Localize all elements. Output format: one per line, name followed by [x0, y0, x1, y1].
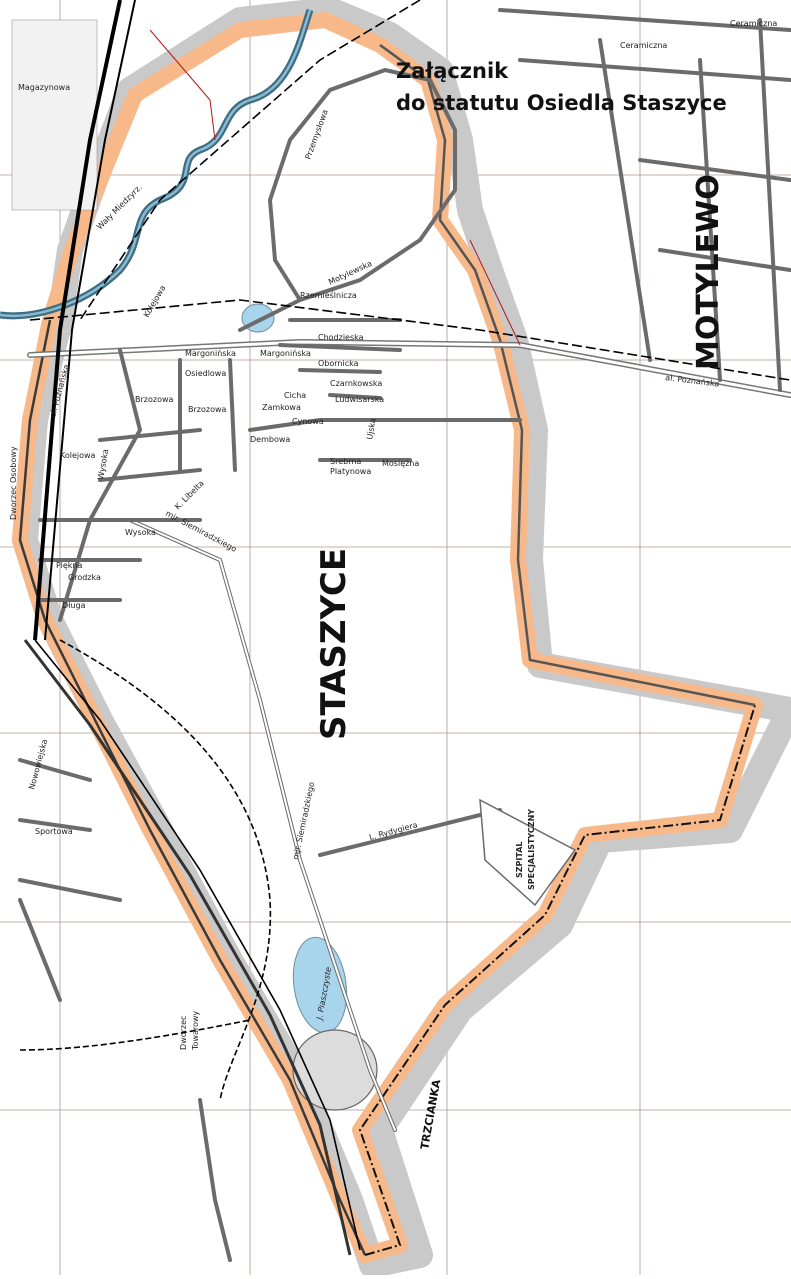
boundary-band [12, 12, 763, 1263]
street-margoninska-2: Margonińska [185, 349, 236, 358]
street-srebrna: Srebrna [330, 457, 361, 466]
boundary-line-south [358, 704, 756, 1256]
label-freight-station-2: Towarowy [191, 1011, 200, 1051]
street-ujska: Ujska [365, 417, 378, 440]
street-sportowa: Sportowa [35, 827, 73, 836]
label-freight-station-1: Dworzec [179, 1016, 188, 1050]
river-inner [0, 9, 312, 317]
street-libelta: K. Libelta [173, 479, 206, 512]
street-dluga: Długa [62, 601, 86, 610]
street-ceramiczna: Ceramiczna [620, 41, 667, 50]
street-osiedlowa: Osiedlowa [185, 369, 226, 378]
street-chodzieska: Chodzieska [318, 333, 364, 342]
street-mosiezna: Mosiężna [382, 459, 419, 468]
street-wysoka: Wysoka [96, 448, 110, 480]
street-siemiradzkiego: mjr. Siemiradzkiego [291, 781, 316, 860]
street-margoninska: Margonińska [260, 349, 311, 358]
street-rzemieslnicza: Rzemieślnicza [300, 290, 357, 300]
district-motylewo: MOTYLEWO [691, 174, 726, 370]
street-al-poznanska: al. Poznańska [665, 373, 720, 389]
title-line2: do statutu Osiedla Staszyce [396, 91, 727, 115]
title-line1: Załącznik [396, 59, 509, 83]
wetland [292, 1029, 378, 1111]
street-platynowa: Platynowa [330, 467, 371, 476]
roads [18, 8, 791, 1262]
label-passenger-station: Dworzec Osobowy [9, 446, 18, 520]
railways [19, 0, 791, 1256]
street-pila-kolej: Kolejowa [142, 284, 168, 319]
street-wysoka-2: Wysoka [125, 528, 156, 537]
district-staszyce: STASZYCE [314, 548, 354, 740]
street-grodzka: Grodzka [68, 573, 101, 582]
street-cynowa: Cynowa [292, 417, 324, 426]
street-czarnkowska: Czarnkowska [330, 379, 382, 388]
street-brzozowa: Brzozowa [188, 405, 227, 414]
street-piekna: Piękna [56, 561, 82, 570]
label-hospital-1: SZPITAL [515, 841, 524, 878]
street-dembowa: Dembowa [250, 435, 290, 444]
street-ludwisarska: Ludwisarska [335, 395, 384, 404]
admin-lines [149, 29, 521, 346]
boundary-shadow [12, 0, 791, 1278]
boundary-line-east [379, 43, 756, 707]
street-zamkowa: Zamkowa [262, 403, 301, 412]
street-brzozowa-2: Brzozowa [135, 395, 174, 404]
street-ceramiczna-2: Ceramiczna [730, 19, 777, 28]
street-magazynowa: Magazynowa [18, 83, 70, 92]
street-obornicka: Obornicka [318, 359, 359, 368]
label-hospital-2: SPECJALISTYCZNY [527, 809, 536, 890]
street-kolejowa: Kolejowa [60, 451, 96, 460]
street-cicha: Cicha [284, 391, 306, 400]
